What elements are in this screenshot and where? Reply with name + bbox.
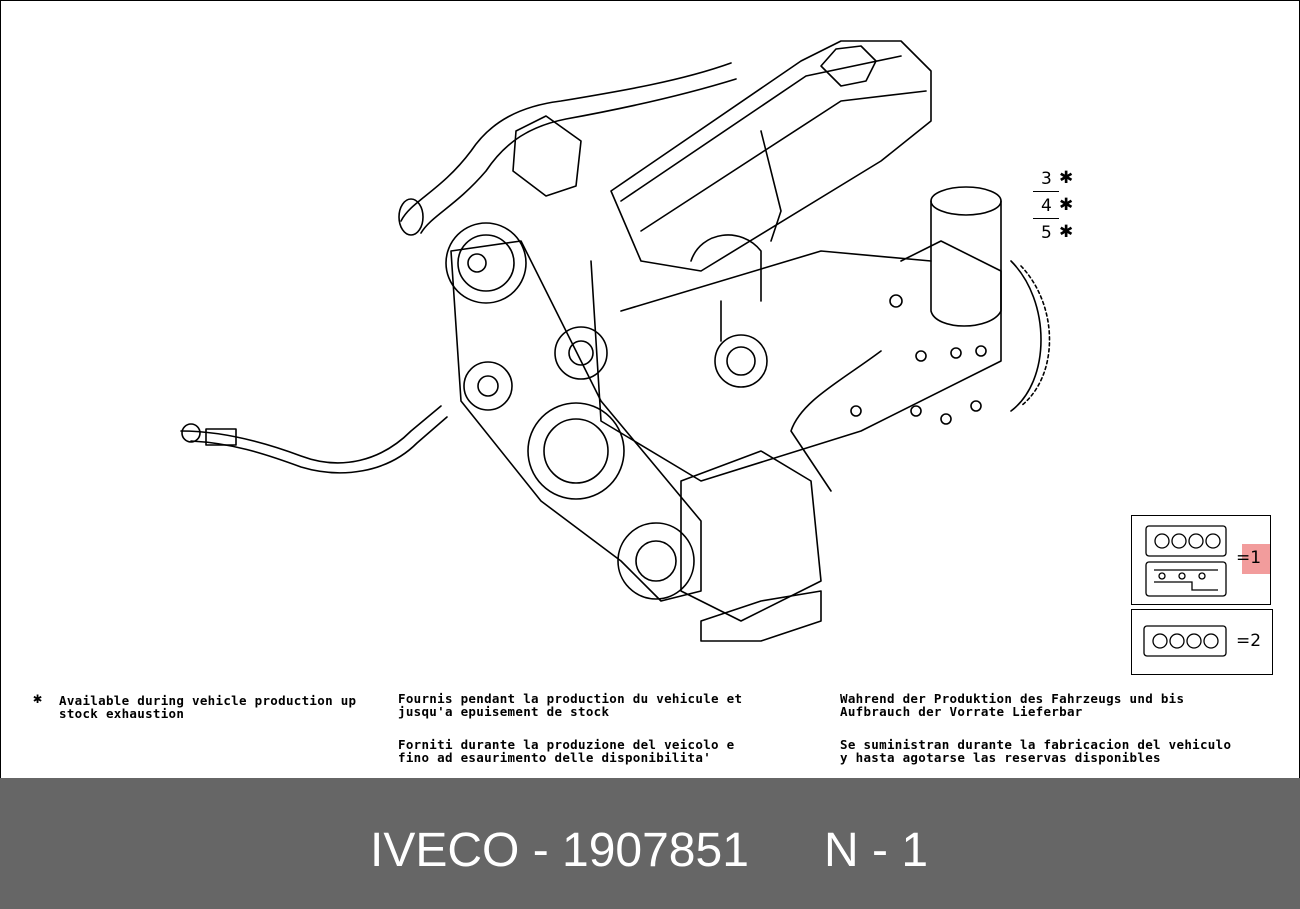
gasket-set-icon <box>1145 525 1227 597</box>
callout-number: 4 <box>1041 196 1052 216</box>
note-english: Available during vehicle production up s… <box>59 693 357 721</box>
asterisk-icon: ✱ <box>1059 222 1074 242</box>
note-italian: Forniti durante la produzione del veicol… <box>398 737 735 765</box>
page-reference: N - 1 <box>824 824 929 877</box>
note-german: Wahrend der Produktion des Fahrzeugs und… <box>840 691 1185 719</box>
note-french: Fournis pendant la production du vehicul… <box>398 691 743 719</box>
gasket-kit-2-box: =2 <box>1131 609 1273 675</box>
callout-item: 4 ✱ <box>1033 195 1093 223</box>
gasket-kit-1-box: =1 <box>1131 515 1271 605</box>
callout-number: 5 <box>1041 223 1052 243</box>
callout-list: 3 ✱ 4 ✱ 5 ✱ <box>1033 168 1093 250</box>
callout-item: 5 ✱ <box>1033 222 1093 250</box>
callout-leader-line <box>1033 218 1059 219</box>
callout-item: 3 ✱ <box>1033 168 1093 196</box>
footer-bar: IVECO - 1907851 N - 1 <box>0 778 1300 909</box>
asterisk-icon: ✱ <box>1059 195 1074 215</box>
engine-exploded-drawing <box>180 40 1051 642</box>
asterisk-icon: ✱ <box>1059 168 1074 188</box>
brand-part-number: IVECO - 1907851 <box>370 824 749 877</box>
callout-leader-line <box>1033 191 1059 192</box>
note-spanish: Se suministran durante la fabricacion de… <box>840 737 1232 765</box>
head-gasket-icon <box>1143 625 1227 657</box>
kit-highlight <box>1242 544 1270 574</box>
diagram-sheet: 3 ✱ 4 ✱ 5 ✱ =1 <box>0 0 1300 778</box>
kit-label: =1 <box>1236 548 1262 568</box>
callout-number: 3 <box>1041 169 1052 189</box>
kit-label: =2 <box>1236 631 1262 651</box>
footnote-asterisk-icon: ✱ <box>33 689 43 707</box>
